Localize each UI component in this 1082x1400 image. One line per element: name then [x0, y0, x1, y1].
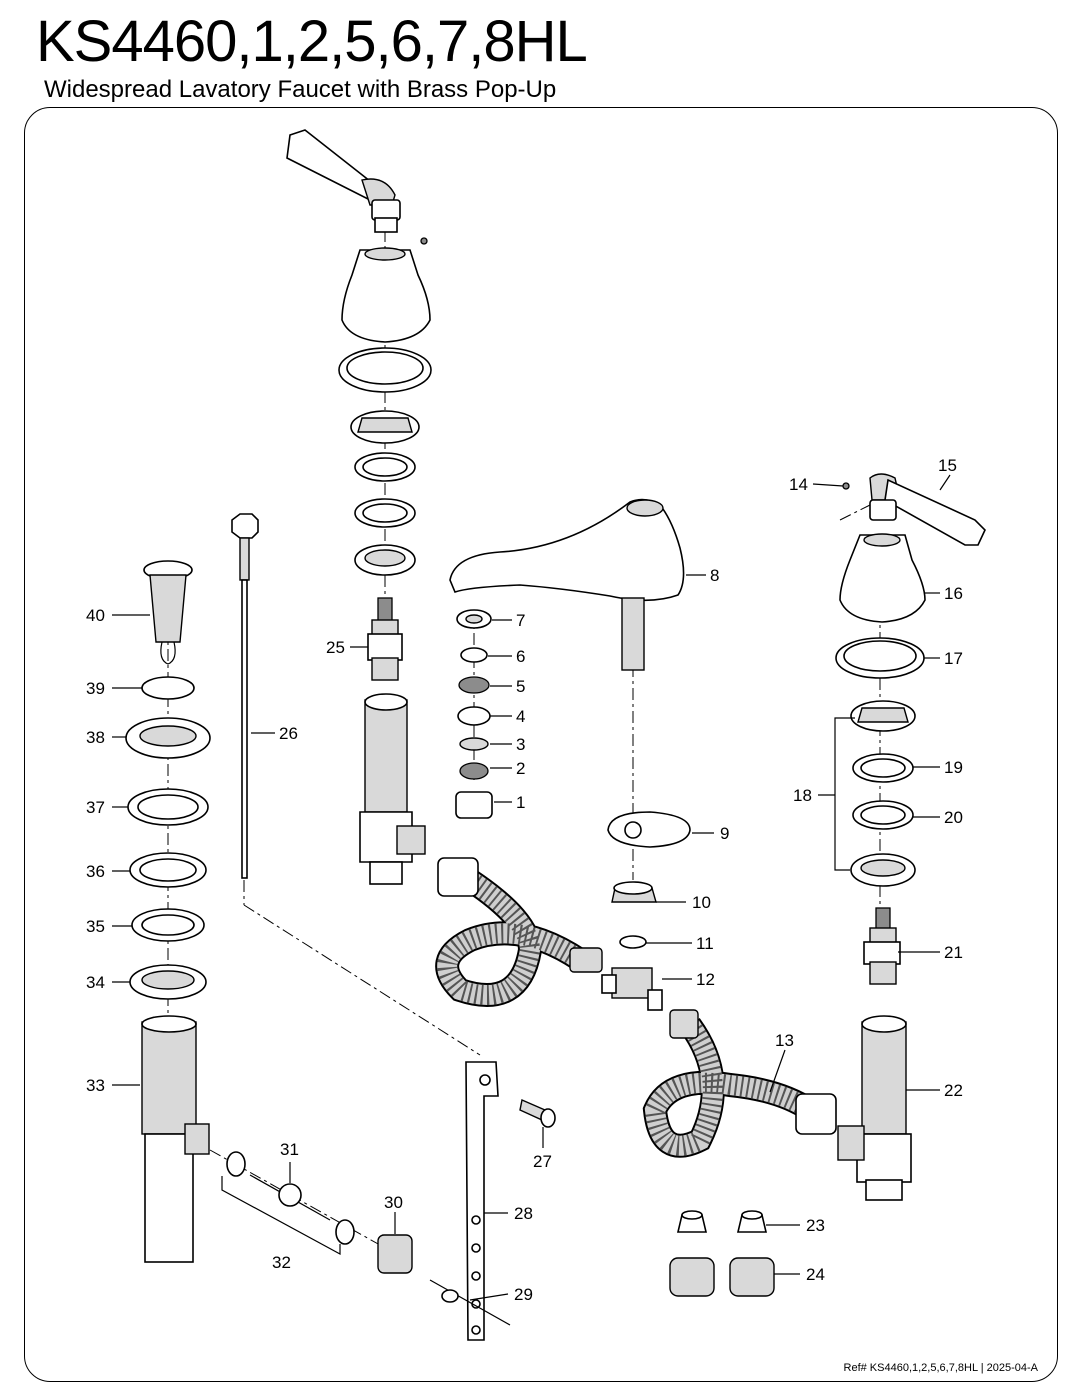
reference-number: Ref# KS4460,1,2,5,6,7,8HL | 2025-04-A [843, 1362, 1038, 1374]
callout-11: 11 [696, 934, 714, 953]
right-valve-cartridge [863, 907, 901, 985]
callout-32: 32 [272, 1253, 291, 1272]
callout-37: 37 [86, 798, 105, 817]
callout-8: 8 [710, 566, 719, 585]
pivot-ball-assembly [221, 1151, 355, 1256]
callout-36: 36 [86, 862, 105, 881]
drain-body [141, 1015, 210, 1263]
left-valve-body [359, 693, 426, 885]
spout-mounting-hardware [607, 811, 691, 949]
model-description: Widespread Lavatory Faucet with Brass Po… [44, 76, 557, 103]
callout-10: 10 [692, 893, 711, 912]
left-flex-hose [435, 857, 603, 1007]
left-escutcheon-bell [341, 247, 431, 343]
pop-up-stopper [143, 560, 193, 665]
callout-5: 5 [516, 677, 525, 696]
callout-15: 15 [938, 456, 957, 475]
left-lever-handle [286, 129, 428, 245]
diagram-frame [24, 107, 1058, 1382]
right-gasket-ring [835, 637, 925, 679]
callout-labels: 1 2 3 4 5 6 7 8 9 10 11 12 13 14 15 16 1… [86, 456, 963, 1304]
callout-39: 39 [86, 679, 105, 698]
callout-7: 7 [516, 611, 525, 630]
callout-1: 1 [516, 793, 525, 812]
left-washers [354, 452, 416, 576]
spring-clip [429, 1279, 511, 1326]
callout-12: 12 [696, 970, 715, 989]
callout-25: 25 [326, 638, 345, 657]
spout [449, 498, 685, 671]
left-hex-nut [350, 410, 420, 444]
left-valve-cartridge [367, 597, 403, 681]
right-lever-handle [842, 473, 986, 546]
callout-16: 16 [944, 584, 963, 603]
right-escutcheon-bell [839, 533, 926, 623]
right-flex-hose [642, 1009, 837, 1158]
strap-screw [519, 1099, 556, 1128]
callout-21: 21 [944, 943, 963, 962]
callout-3: 3 [516, 735, 525, 754]
pivot-nut [377, 1234, 413, 1274]
callout-38: 38 [86, 728, 105, 747]
tee-connector [601, 967, 663, 1011]
callout-19: 19 [944, 758, 963, 777]
callout-14: 14 [789, 475, 808, 494]
right-nut-and-washers [834, 700, 916, 887]
callout-30: 30 [384, 1193, 403, 1212]
callout-9: 9 [720, 824, 729, 843]
callout-35: 35 [86, 917, 105, 936]
callout-13: 13 [775, 1031, 794, 1050]
callout-28: 28 [514, 1204, 533, 1223]
callout-20: 20 [944, 808, 963, 827]
drain-flange-and-gaskets [125, 676, 211, 1000]
callout-4: 4 [516, 707, 525, 726]
callout-29: 29 [514, 1285, 533, 1304]
callout-33: 33 [86, 1076, 105, 1095]
right-valve-body [837, 1015, 912, 1201]
callout-31: 31 [280, 1140, 299, 1159]
callout-23: 23 [806, 1216, 825, 1235]
aerator-stack [455, 609, 493, 819]
callout-24: 24 [806, 1265, 825, 1284]
callout-40: 40 [86, 606, 105, 625]
compression-sleeves-and-nuts [669, 1210, 775, 1297]
callout-17: 17 [944, 649, 963, 668]
callout-26: 26 [279, 724, 298, 743]
leader-lines [112, 474, 951, 1301]
callout-6: 6 [516, 647, 525, 666]
left-gasket-ring [338, 347, 432, 393]
model-title: KS4460,1,2,5,6,7,8HL [36, 9, 588, 74]
callout-22: 22 [944, 1081, 963, 1100]
callout-34: 34 [86, 973, 105, 992]
callout-18: 18 [793, 786, 812, 805]
callout-2: 2 [516, 759, 525, 778]
pop-up-rod [231, 513, 259, 879]
callout-27: 27 [533, 1152, 552, 1171]
